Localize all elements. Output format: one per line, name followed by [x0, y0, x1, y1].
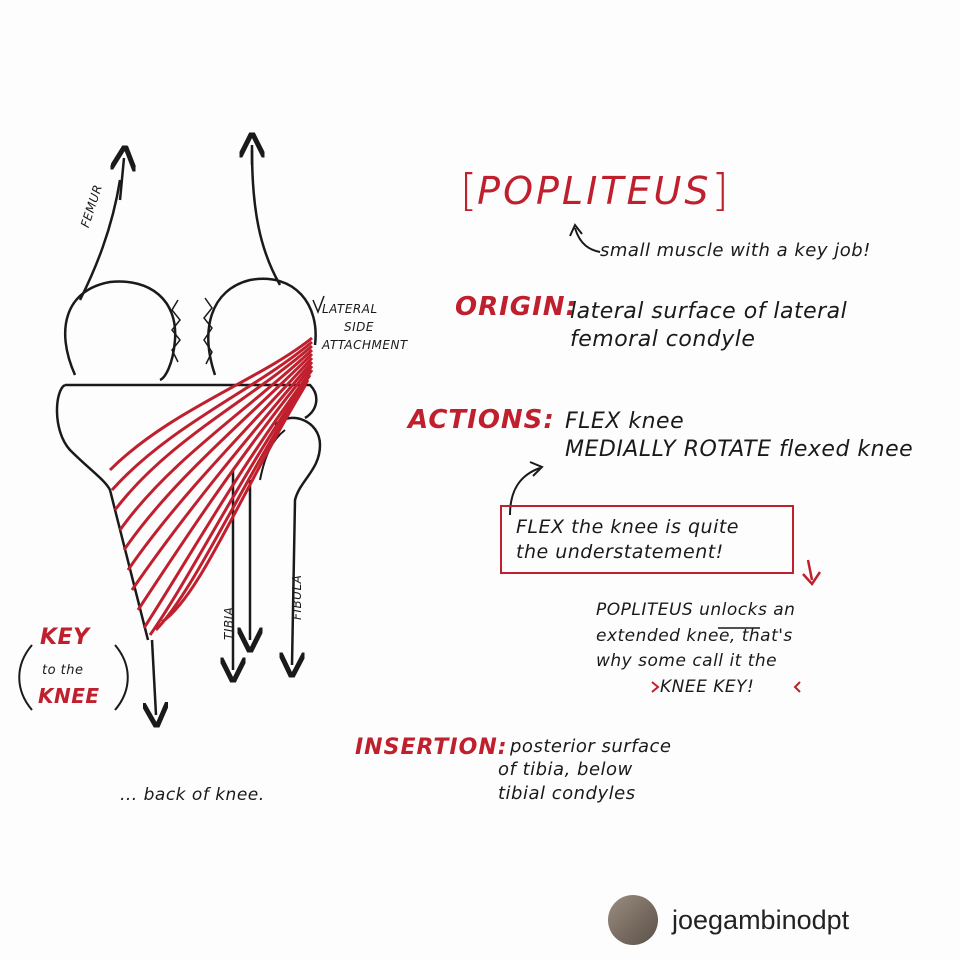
- knee-label: KNEE: [38, 684, 100, 708]
- back-of-knee-label: ... back of knee.: [120, 785, 265, 805]
- insertion-label: INSERTION:: [355, 735, 508, 760]
- medial-condyle: [63, 280, 177, 382]
- key-label: KEY: [40, 625, 90, 650]
- lateral-attachment-label: LATERAL SIDE ATTACHMENT: [322, 300, 408, 354]
- insertion-text: posterior surface of tibia, below tibial…: [498, 735, 672, 805]
- page-title: POPLITEUS: [477, 168, 712, 213]
- subtitle-arrow: [574, 227, 601, 253]
- actions-line2: MEDIALLY ROTATE flexed knee: [565, 436, 914, 462]
- callout-line1: FLEX the knee is quite: [516, 516, 739, 538]
- account-badge[interactable]: joegambinodpt: [608, 895, 849, 945]
- note-block: POPLITEUS unlocks an extended knee, that…: [596, 598, 795, 700]
- tibia-label: TIBIA: [222, 606, 236, 640]
- origin-line1: lateral surface of lateral: [570, 299, 848, 324]
- actions-line1: FLEX knee: [565, 409, 685, 434]
- femur-arrow: [120, 158, 124, 201]
- knee-key-right-mark: [793, 681, 801, 693]
- callout-arrow: [509, 467, 541, 516]
- condyle-texture-right: [203, 297, 213, 365]
- fibula-label: FIBULA: [290, 574, 304, 620]
- subtitle: small muscle with a key job!: [600, 240, 871, 261]
- condyle-texture-left: [171, 299, 181, 363]
- lateral-tick: [312, 295, 325, 315]
- note-line1: POPLITEUS unlocks an: [596, 600, 796, 620]
- note-line2: extended knee, that's: [596, 625, 793, 646]
- callout-line2: the understatement!: [516, 540, 724, 563]
- origin-line2: femoral condyle: [570, 326, 756, 352]
- actions-text: FLEX knee MEDIALLY ROTATE flexed knee: [565, 408, 913, 463]
- title-block: [ POPLITEUS ]: [460, 165, 729, 216]
- origin-label: ORIGIN:: [455, 292, 577, 322]
- tibia-left-arrow: [152, 639, 156, 715]
- key-left-paren: [18, 644, 33, 711]
- lateral-label-line2: SIDE: [344, 320, 374, 334]
- key-right-paren: [114, 644, 129, 711]
- note-line3: why some call it the: [596, 651, 778, 671]
- lateral-condyle: [207, 277, 317, 376]
- red-down-arrow: [806, 559, 814, 581]
- insertion-line1: posterior surface: [510, 736, 672, 757]
- avatar[interactable]: [608, 895, 658, 945]
- account-handle[interactable]: joegambinodpt: [672, 904, 850, 935]
- femur-shaft-medial: [78, 179, 122, 301]
- tibial-plateau: [55, 383, 318, 641]
- title-left-bracket: [: [460, 165, 478, 216]
- fibula-head: [274, 416, 322, 665]
- lateral-label-line1: LATERAL: [322, 302, 378, 316]
- knee-key-left-mark: [651, 681, 660, 693]
- note-line4: KNEE KEY!: [660, 676, 755, 697]
- callout-box: FLEX the knee is quite the understatemen…: [500, 505, 794, 575]
- origin-text: lateral surface of lateral femoral condy…: [570, 298, 847, 353]
- lateral-label-line3: ATTACHMENT: [322, 338, 408, 352]
- insertion-line2: of tibia, below: [498, 759, 633, 781]
- to-the-label: to the: [42, 663, 84, 678]
- femur-shaft-lateral: [250, 149, 282, 286]
- insertion-line3: tibial condyles: [498, 782, 636, 804]
- popliteus-muscle: [108, 336, 314, 636]
- actions-label: ACTIONS:: [408, 405, 555, 435]
- title-right-bracket: ]: [711, 165, 729, 216]
